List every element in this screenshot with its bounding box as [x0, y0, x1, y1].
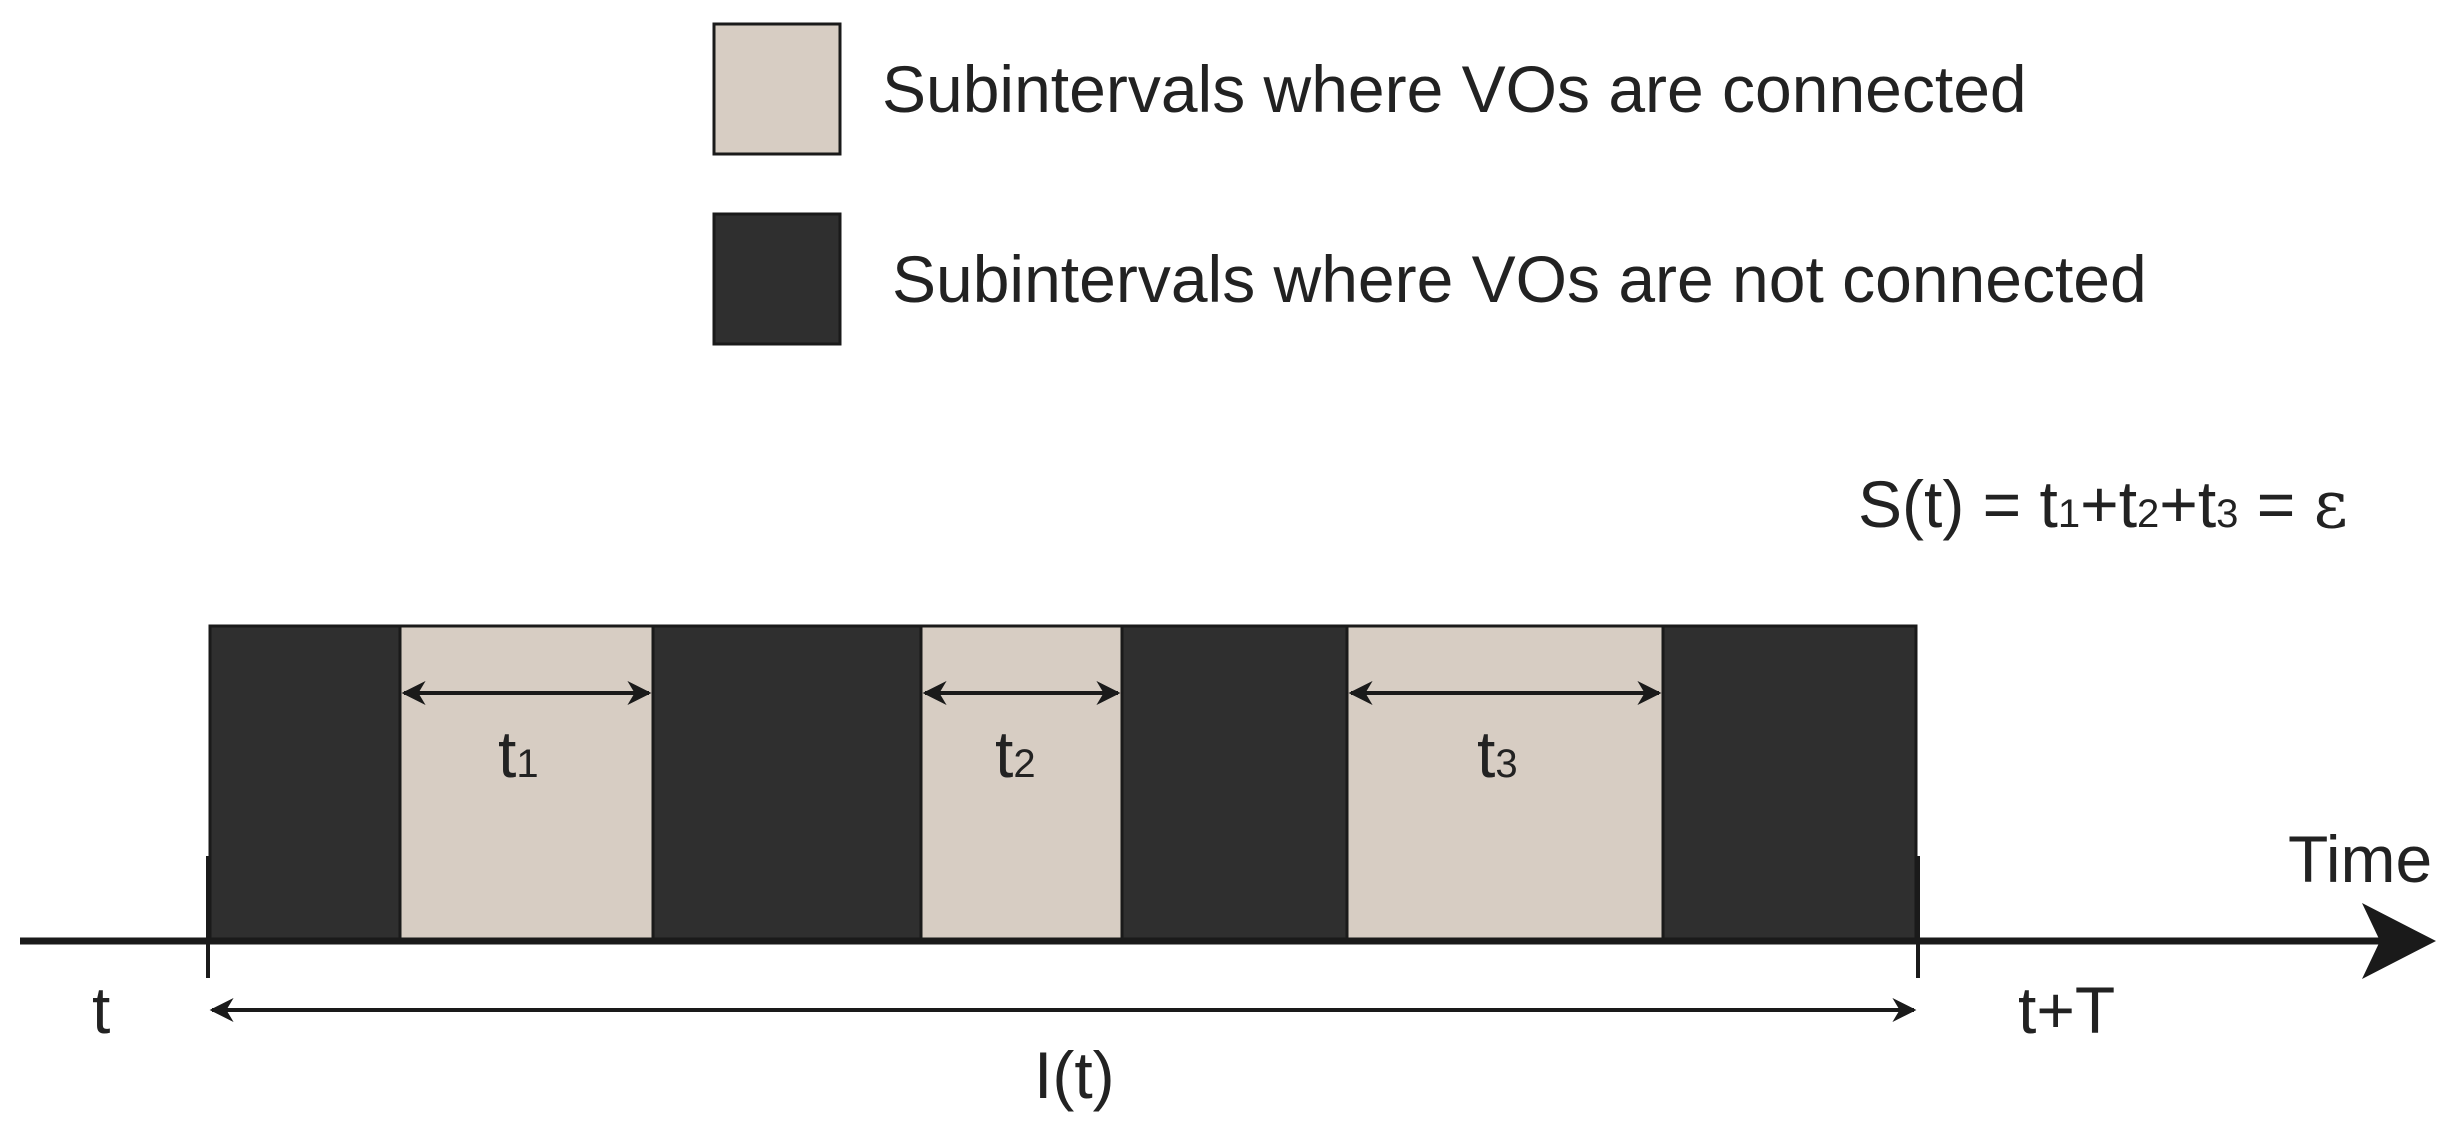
- formula-t3: t: [2198, 467, 2216, 541]
- duration-label-t2-base: t: [995, 717, 1013, 791]
- formula-equals: =: [2238, 467, 2313, 541]
- time-axis-arrowhead: [2362, 903, 2436, 979]
- duration-label-t3: t3: [1477, 717, 1518, 791]
- legend-label-connected: Subintervals where VOs are connected: [882, 52, 2027, 126]
- formula-plus2: +: [2159, 467, 2198, 541]
- span-label: I(t): [1034, 1038, 1115, 1112]
- formula-epsilon: ε: [2314, 466, 2348, 543]
- duration-label-t2-sub: 2: [1013, 742, 1035, 786]
- duration-label-t1-sub: 1: [516, 742, 538, 786]
- block-not-connected-4: [1661, 624, 1918, 943]
- legend-swatch-connected: [712, 22, 842, 156]
- formula-lhs: S(t) =: [1858, 467, 2040, 541]
- legend-swatch-not-connected: [712, 212, 842, 346]
- formula-text: S(t) = t1+t2+t3 = ε: [1858, 466, 2348, 543]
- time-axis-label: Time: [2288, 822, 2432, 896]
- formula-t1: t: [2040, 467, 2058, 541]
- legend-label-not-connected: Subintervals where VOs are not connected: [892, 242, 2147, 316]
- formula-sub3: 3: [2216, 492, 2238, 536]
- block-not-connected-1: [208, 624, 402, 943]
- duration-label-t1: t1: [498, 717, 539, 791]
- block-connected-2: [919, 624, 1124, 943]
- start-label: t: [92, 973, 110, 1047]
- block-not-connected-3: [1120, 624, 1349, 943]
- block-connected-3: [1345, 624, 1665, 943]
- block-not-connected-2: [651, 624, 923, 943]
- duration-label-t1-base: t: [498, 717, 516, 791]
- block-connected-1: [398, 624, 655, 943]
- formula-sub1: 1: [2058, 492, 2080, 536]
- duration-label-t3-sub: 3: [1495, 742, 1517, 786]
- formula-plus1: +: [2080, 467, 2119, 541]
- duration-label-t2: t2: [995, 717, 1036, 791]
- end-label: t+T: [2018, 973, 2115, 1047]
- interval-blocks: [208, 624, 1918, 943]
- formula-t2: t: [2119, 467, 2137, 541]
- formula-sub2: 2: [2137, 492, 2159, 536]
- duration-label-t3-base: t: [1477, 717, 1495, 791]
